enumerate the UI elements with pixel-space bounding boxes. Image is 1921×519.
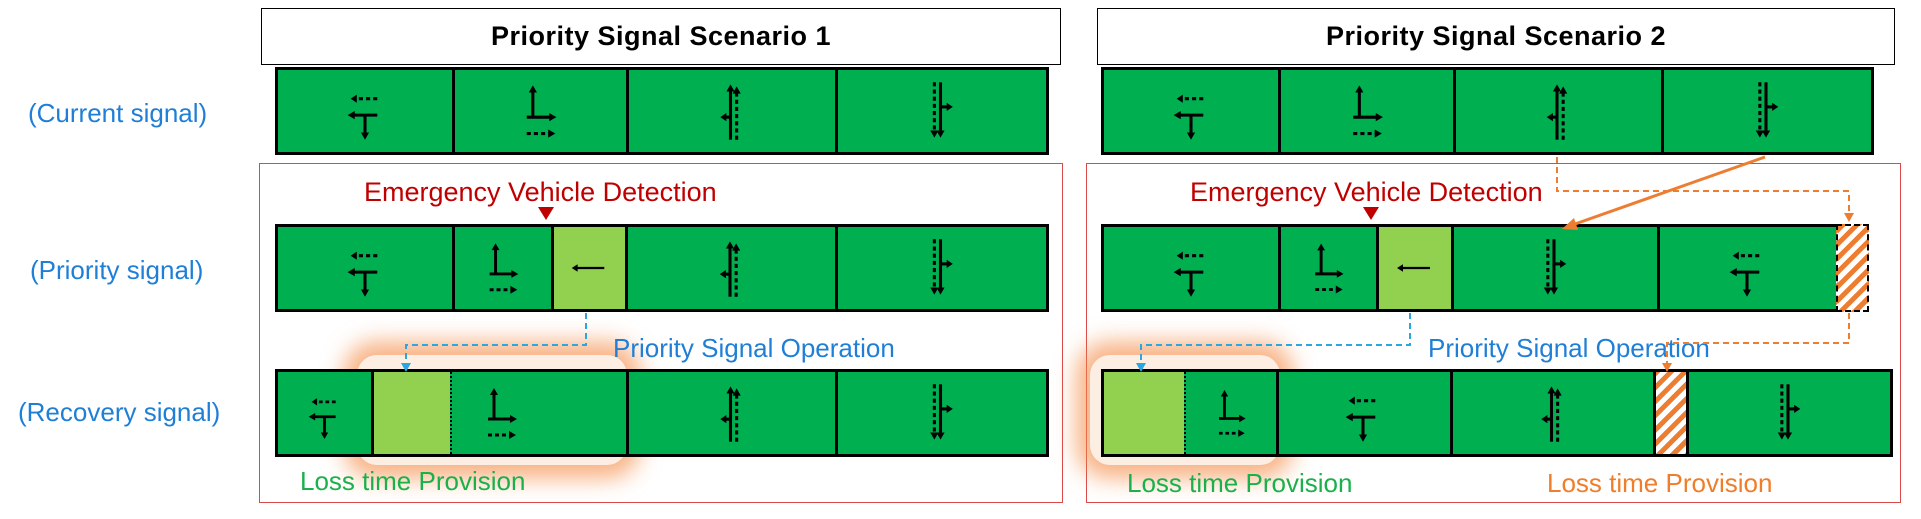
phase-through-right-icon bbox=[1184, 372, 1276, 454]
priority-left-arrow-icon bbox=[551, 227, 625, 309]
s2-loss-time-hatch-priority bbox=[1836, 224, 1869, 312]
phase-northbound-icon bbox=[625, 227, 835, 309]
s1-current-signal-strip bbox=[275, 67, 1049, 155]
phase-left-turn-icon bbox=[1104, 70, 1278, 152]
phase-northbound-icon bbox=[626, 70, 835, 152]
phase-southbound-icon bbox=[835, 70, 1046, 152]
phase-left-turn-icon bbox=[1276, 372, 1450, 454]
phase-through-right-icon bbox=[1278, 70, 1453, 152]
phase-left-turn-icon bbox=[278, 227, 452, 309]
scenario2-panel bbox=[1086, 163, 1901, 503]
s1-loss-time-label: Loss time Provision bbox=[300, 466, 526, 496]
phase-southbound-icon bbox=[1451, 227, 1657, 309]
priority-left-arrow-icon bbox=[1376, 227, 1451, 309]
phase-northbound-icon bbox=[1453, 70, 1661, 152]
s2-operation-label: Priority Signal Operation bbox=[1428, 333, 1710, 363]
s2-detection-label: Emergency Vehicle Detection bbox=[1190, 177, 1543, 207]
scenario1-title: Priority Signal Scenario 1 bbox=[261, 8, 1061, 65]
s2-current-signal-strip bbox=[1101, 67, 1874, 155]
s2-priority-signal-strip bbox=[1101, 224, 1866, 312]
phase-southbound-icon bbox=[1686, 372, 1890, 454]
phase-left-turn-icon bbox=[1104, 227, 1278, 309]
phase-left-turn-icon bbox=[1657, 227, 1837, 309]
s1-priority-signal-strip bbox=[275, 224, 1049, 312]
scenario2-title: Priority Signal Scenario 2 bbox=[1097, 8, 1895, 65]
s2-loss-time-label-orange: Loss time Provision bbox=[1547, 468, 1773, 498]
s2-recovery-signal-strip bbox=[1101, 369, 1893, 457]
s1-operation-label: Priority Signal Operation bbox=[613, 333, 895, 363]
row-label-recovery: (Recovery signal) bbox=[18, 397, 221, 427]
phase-through-right-icon bbox=[450, 372, 550, 454]
phase-southbound-icon bbox=[835, 227, 1046, 309]
scenario1-panel bbox=[259, 163, 1063, 503]
phase-southbound-icon bbox=[835, 372, 1046, 454]
phase-through-right-icon bbox=[452, 227, 551, 309]
phase-northbound-icon bbox=[1450, 372, 1653, 454]
phase-southbound-icon bbox=[1661, 70, 1871, 152]
s2-loss-time-label-green: Loss time Provision bbox=[1127, 468, 1353, 498]
s1-recovery-signal-strip bbox=[275, 369, 1049, 457]
phase-through-right-icon bbox=[1278, 227, 1376, 309]
phase-left-turn-icon bbox=[278, 372, 371, 454]
phase-through-right-icon bbox=[452, 70, 626, 152]
phase-left-turn-icon bbox=[278, 70, 452, 152]
row-label-priority: (Priority signal) bbox=[30, 255, 204, 285]
phase-northbound-icon bbox=[626, 372, 835, 454]
s1-detection-label: Emergency Vehicle Detection bbox=[364, 177, 717, 207]
row-label-current: (Current signal) bbox=[28, 98, 208, 128]
